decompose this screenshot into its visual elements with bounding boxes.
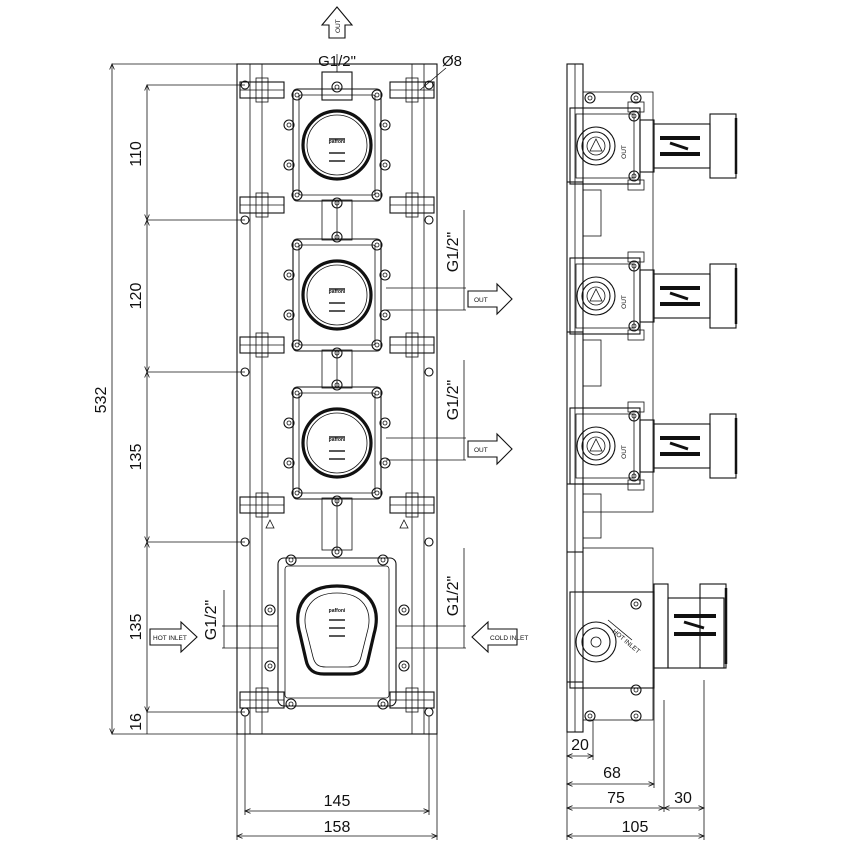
dim-105: 105 (622, 819, 649, 836)
hole-diameter-callout: Ø8 (419, 53, 462, 91)
side-out-label-2: OUT (621, 295, 628, 309)
dim-110: 110 (128, 141, 145, 167)
front-plate-outline (236, 63, 438, 735)
dim-75: 75 (607, 790, 625, 807)
thread-label-out-1: G1/2" (445, 232, 462, 272)
width-dimensions: 145 158 (237, 716, 437, 840)
dim-120: 120 (128, 283, 145, 310)
hot-inlet-arrow-icon (149, 620, 198, 654)
vertical-dimensions: 532 110 120 135 135 16 (93, 64, 245, 734)
thread-label-cold: G1/2" (445, 576, 462, 616)
module-brand: paffoni (329, 437, 346, 443)
valve-module-2: paffoni (284, 232, 390, 358)
mixer-brand: paffoni (329, 608, 346, 614)
dim-158: 158 (324, 819, 351, 836)
out-label-2: OUT (474, 447, 488, 454)
right-outlets: G1/2" OUT G1/2" OUT G1/2" COLD INLET (386, 210, 528, 654)
side-hot-inlet-label: HOT INLET (611, 628, 641, 655)
fixing-holes (240, 80, 434, 717)
top-outlet: OUT G1/2" (318, 6, 356, 101)
side-mixer: HOT INLET (569, 583, 728, 696)
out-label-1: OUT (474, 297, 488, 304)
dim-20: 20 (571, 737, 589, 754)
side-out-label-3: OUT (621, 445, 628, 459)
hot-inlet: G1/2" HOT INLET (149, 590, 278, 654)
module-connectors (265, 199, 409, 551)
hot-inlet-label: HOT INLET (153, 635, 187, 642)
dim-145: 145 (324, 793, 351, 810)
front-view: paffoni paffoni paffoni paffoni (93, 6, 528, 840)
top-thread-label: G1/2" (318, 53, 356, 70)
side-view: OUT OUT OUT HOT INLET (567, 63, 736, 840)
side-out-label-1: OUT (621, 145, 628, 159)
module-brand: paffoni (329, 289, 346, 295)
thread-label-hot: G1/2" (203, 600, 220, 640)
mounting-brackets (239, 77, 435, 713)
hole-diameter-label: Ø8 (442, 53, 462, 70)
dim-16: 16 (128, 713, 145, 731)
side-valve-2: OUT (570, 252, 736, 340)
side-valve-1: OUT (570, 102, 736, 190)
dim-135-a: 135 (128, 444, 145, 471)
depth-dimensions: 20 68 75 30 105 (567, 680, 704, 840)
side-valve-3: OUT (570, 402, 736, 490)
out-arrow-right-icon (467, 282, 513, 316)
cold-inlet-label: COLD INLET (490, 635, 528, 642)
out-arrow-up-icon (320, 6, 354, 39)
valve-module-3: paffoni (284, 380, 390, 506)
dim-30: 30 (674, 790, 692, 807)
overall-height-label: 532 (93, 387, 110, 414)
valve-module-1: paffoni (284, 82, 390, 208)
mixer-module: paffoni (264, 546, 410, 710)
dim-68: 68 (603, 765, 621, 782)
dim-135-b: 135 (128, 614, 145, 641)
top-out-label: OUT (335, 19, 342, 33)
module-brand: paffoni (329, 139, 346, 145)
thread-label-out-2: G1/2" (445, 380, 462, 420)
cold-inlet-arrow-icon (471, 620, 518, 654)
out-arrow-right-icon (467, 432, 513, 466)
